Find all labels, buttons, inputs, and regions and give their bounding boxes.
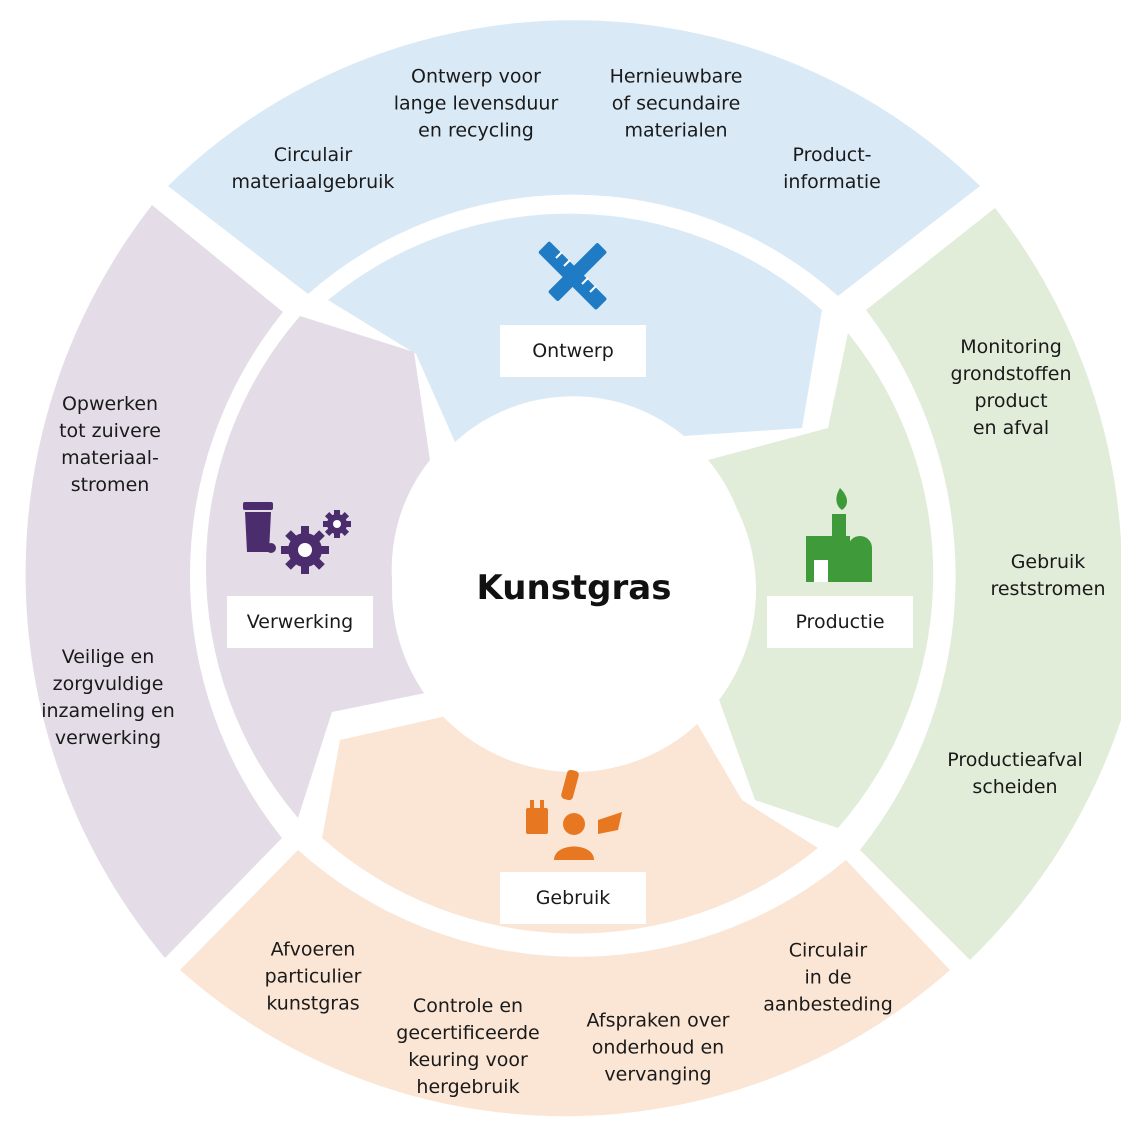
phase-box-use: Gebruik [500, 872, 646, 924]
phase-box-production: Productie [767, 596, 913, 648]
bin-gears-icon [243, 502, 351, 574]
outer-segment-design [168, 20, 980, 296]
person-objects-icon [526, 770, 622, 860]
outer-segment-production [860, 208, 1121, 960]
outer-label-design-4: Product- informatie [783, 144, 881, 193]
outer-label-design-1: Circulair materiaalgebruik [231, 144, 395, 193]
phase-box-design: Ontwerp [500, 325, 646, 377]
center-title: Kunstgras [476, 568, 672, 608]
center-circle [392, 408, 756, 772]
factory-icon [806, 488, 872, 582]
outer-label-processing-2: Veilige en zorgvuldige inzameling en ver… [41, 646, 175, 749]
inner-segment-processing [205, 316, 440, 818]
outer-segment-processing [25, 205, 283, 958]
outer-label-design-3: Hernieuwbare of secundaire materialen [609, 65, 743, 142]
outer-label-use-1: Afvoeren particulier kunstgras [264, 938, 362, 1015]
outer-label-use-3: Afspraken over onderhoud en vervanging [586, 1009, 730, 1086]
outer-label-use-2: Controle en gecertificeerde keuring voor… [396, 995, 540, 1098]
outer-segment-use [180, 850, 950, 1117]
ruler-pencil-icon [538, 241, 607, 310]
phase-box-processing: Verwerking [227, 596, 373, 648]
outer-label-design-2: Ontwerp voor lange levensduur en recycli… [393, 65, 559, 142]
outer-label-use-4: Circulair in de aanbesteding [763, 939, 893, 1016]
outer-label-processing-1: Opwerken tot zuivere materiaal- stromen [59, 393, 161, 496]
outer-label-production-2: Gebruik reststromen [990, 551, 1106, 600]
outer-label-production-3: Productieafval scheiden [947, 749, 1083, 798]
outer-label-production-1: Monitoring grondstoffen product en afval [950, 336, 1072, 439]
